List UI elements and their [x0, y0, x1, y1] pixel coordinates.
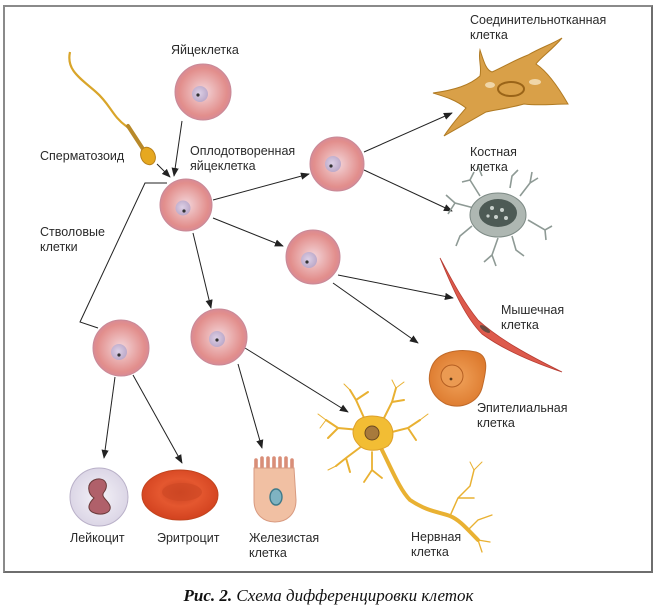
figure-frame	[3, 5, 653, 573]
label-sperm: Сперматозоид	[40, 149, 125, 163]
stem-cell-a	[309, 136, 365, 192]
label-glandular-cell: Железистая клетка	[249, 531, 320, 560]
label-egg: Яйцеклетка	[171, 43, 239, 57]
arrow-stem-a-to-connective	[363, 112, 453, 153]
sperm-cell	[68, 51, 156, 166]
epithelial-cell	[428, 350, 487, 407]
zygote-cell	[159, 178, 213, 232]
arrow-egg-to-zygote	[171, 120, 183, 177]
stem-cell-b	[285, 229, 341, 285]
arrow-stem-d-to-erythrocyte	[132, 374, 183, 464]
arrows	[79, 112, 454, 464]
erythrocyte-cell	[141, 469, 219, 521]
arrow-stem-d-to-leukocyte	[101, 376, 116, 459]
label-stem-cells: Стволовые клетки	[40, 225, 105, 254]
arrow-stem-c-to-glandular	[237, 363, 264, 449]
label-leukocyte: Лейкоцит	[70, 531, 125, 545]
label-muscle-cell: Мышечная клетка	[501, 303, 565, 332]
glandular-cell	[253, 456, 297, 523]
arrow-stem-c-to-nerve	[244, 347, 349, 413]
label-zygote: Оплодотворенная яйцеклетка	[190, 144, 296, 173]
caption-prefix: Рис. 2.	[183, 586, 233, 605]
arrow-zygote-to-stem-b	[212, 217, 284, 247]
leukocyte-cell	[69, 467, 129, 527]
label-epithelial-cell: Эпителиальная клетка	[477, 401, 568, 430]
arrow-stem-b-to-muscle	[337, 274, 454, 300]
arrow-zygote-to-stem-a	[212, 172, 310, 201]
label-erythrocyte: Эритроцит	[157, 531, 220, 545]
figure-caption: Рис. 2. Схема дифференцировки клеток	[0, 586, 657, 606]
arrow-stem-b-to-epithelial	[332, 282, 419, 344]
arrow-zygote-to-stem-c	[192, 232, 213, 309]
egg-cell	[174, 63, 232, 121]
stem-cell-c	[190, 308, 248, 366]
label-bone-cell: Костная клетка	[470, 145, 517, 174]
arrow-sperm-to-zygote	[156, 163, 171, 178]
caption-text: Схема дифференцировки клеток	[236, 586, 474, 605]
bone-cell	[445, 165, 553, 267]
nerve-cell	[317, 379, 493, 553]
connective-tissue-cell	[432, 37, 569, 137]
muscle-cell	[439, 257, 563, 373]
label-connective-cell: Соединительнотканная клетка	[470, 13, 607, 42]
arrow-stem-a-to-bone	[363, 169, 453, 212]
label-nerve-cell: Нервная клетка	[411, 530, 462, 559]
stem-cells-bracket	[79, 182, 167, 329]
stem-cell-d	[92, 319, 150, 377]
